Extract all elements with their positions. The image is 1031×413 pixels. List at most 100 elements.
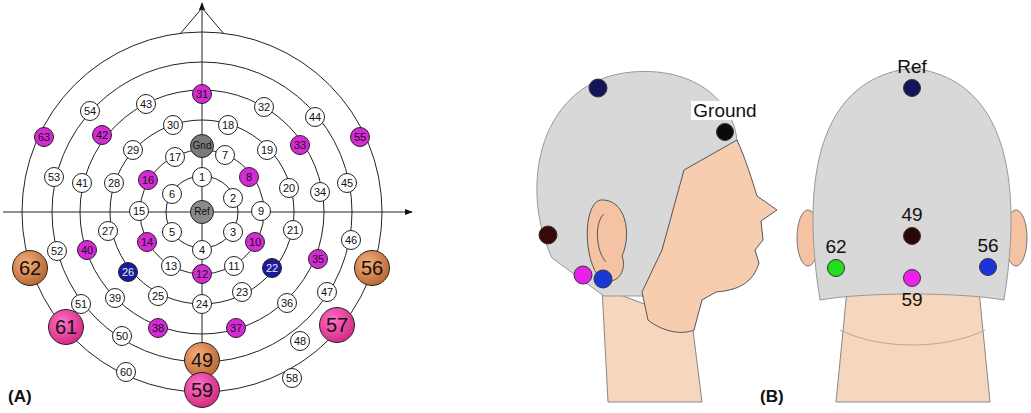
electrode-number: 38: [152, 323, 164, 334]
electrode: 21: [283, 220, 303, 240]
side-head: [537, 71, 777, 402]
electrode-number: 54: [84, 106, 96, 117]
electrode-number: 23: [236, 287, 248, 298]
electrode-dot: [827, 259, 845, 277]
electrode-number: 3: [230, 227, 236, 238]
electrode-marker: 59: [901, 269, 922, 309]
electrode-number: 55: [354, 132, 366, 143]
electrode: 30: [163, 115, 183, 135]
electrode: 32: [254, 97, 274, 117]
electrode-number: 46: [345, 235, 357, 246]
electrode: 42: [92, 125, 112, 145]
panel-label: (A): [8, 388, 32, 405]
electrode: 46: [341, 230, 361, 250]
electrode-label: 59: [901, 290, 922, 309]
electrode-number: 36: [281, 298, 293, 309]
electrode-number: 52: [51, 246, 63, 257]
electrode: 25: [148, 286, 168, 306]
back-head: [797, 68, 1027, 402]
electrode: 19: [257, 140, 277, 160]
electrode-number: 37: [230, 323, 242, 334]
electrode-label: Ground: [691, 101, 758, 120]
electrode-marker: 62: [825, 237, 846, 277]
electrode: 29: [123, 140, 143, 160]
electrode-marker: Ground: [691, 101, 758, 141]
electrode-number: 1: [199, 172, 205, 183]
electrode-number: Gnd: [193, 141, 212, 151]
electrode: 1: [192, 167, 212, 187]
electrode-number: 63: [38, 132, 50, 143]
electrode-number: 44: [309, 112, 321, 123]
electrode-number: 32: [258, 102, 270, 113]
electrode-number: 51: [75, 299, 87, 310]
electrode: 61: [48, 309, 84, 345]
electrode: 7: [215, 145, 235, 165]
electrode-dot: [903, 227, 921, 245]
electrode-number: 28: [108, 178, 120, 189]
electrode-dot: [903, 79, 921, 97]
electrode: 41: [72, 173, 92, 193]
electrode: 53: [44, 167, 64, 187]
electrode-number: 15: [133, 206, 145, 217]
electrode-marker: 56: [977, 236, 998, 276]
electrode-number: 6: [169, 189, 175, 200]
electrode-label: 56: [977, 236, 998, 255]
electrode-number: 9: [258, 206, 264, 217]
electrode: 50: [112, 326, 132, 346]
electrode-number: 8: [246, 172, 252, 183]
electrode: 40: [77, 240, 97, 260]
electrode: 43: [136, 94, 156, 114]
electrode-dot: [903, 269, 921, 287]
electrode-marker: 49: [901, 205, 922, 245]
electrode: 63: [34, 127, 54, 147]
electrode-number: 10: [249, 237, 261, 248]
electrode: 6: [162, 184, 182, 204]
electrode: 26: [118, 262, 138, 282]
electrode-number: 45: [341, 178, 353, 189]
electrode-number: 21: [287, 225, 299, 236]
electrode-number: 25: [152, 291, 164, 302]
electrode-grid: [3, 3, 412, 408]
electrode: 4: [192, 240, 212, 260]
electrode-number: 47: [321, 287, 333, 298]
electrode: 10: [245, 232, 265, 252]
electrode: 14: [137, 232, 157, 252]
electrode-number: 5: [169, 227, 175, 238]
electrode-number: 48: [294, 336, 306, 347]
electrode-label: 62: [825, 237, 846, 256]
electrode-number: 61: [55, 317, 77, 337]
electrode-number: 41: [76, 178, 88, 189]
electrode: 3: [223, 222, 243, 242]
electrode: 11: [224, 256, 244, 276]
electrode-number: 30: [167, 120, 179, 131]
electrode: 33: [290, 135, 310, 155]
electrode: 39: [105, 288, 125, 308]
electrode-number: 16: [142, 175, 154, 186]
panel-label: (B): [760, 388, 784, 405]
electrode-number: 24: [196, 299, 208, 310]
electrode: 55: [350, 127, 370, 147]
electrode-number: 20: [283, 183, 295, 194]
electrode: 45: [337, 173, 357, 193]
electrode-number: 43: [140, 99, 152, 110]
electrode-number: 22: [266, 263, 278, 274]
electrode-number: 57: [326, 315, 348, 335]
electrode-number: 58: [286, 373, 298, 384]
electrode-number: 26: [122, 267, 134, 278]
electrode-number: 42: [96, 130, 108, 141]
electrode: 44: [305, 107, 325, 127]
electrode-marker: Ref: [897, 57, 927, 97]
electrode: 31: [192, 84, 212, 104]
electrode-number: 53: [48, 172, 60, 183]
electrode-number: 27: [102, 226, 114, 237]
electrode: 2: [223, 188, 243, 208]
electrode-number: 33: [294, 140, 306, 151]
electrode: Gnd: [190, 134, 215, 159]
electrode-number: 39: [109, 293, 121, 304]
electrode-number: 60: [120, 367, 132, 378]
electrode: 8: [239, 167, 259, 187]
electrode-number: 50: [116, 331, 128, 342]
electrode: 48: [290, 331, 310, 351]
